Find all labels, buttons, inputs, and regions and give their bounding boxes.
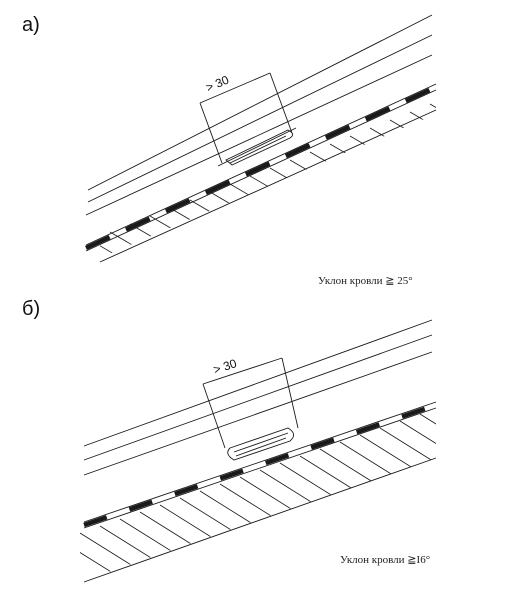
panel-a-substrate-hatching: [100, 103, 436, 258]
panel-b-label: б): [22, 298, 41, 320]
panel-b-substrate-boundary: [83, 457, 437, 583]
panel-a-top-layer-line: [87, 14, 433, 191]
panel-a-membrane-line: [85, 83, 437, 246]
panel-a-top-layer-line: [87, 34, 433, 203]
panel-b-membrane-line: [83, 407, 437, 529]
panel-a-mid-layer-line: [85, 54, 433, 216]
panel-b-drawing: [80, 319, 437, 583]
panel-a-label: а): [22, 14, 40, 36]
panel-b-sealant-strip: [83, 402, 437, 528]
panel-b-dimension-bracket: [202, 357, 299, 449]
panel-b-mid-layer-line: [83, 351, 433, 476]
panel-a-slope-caption: Уклон кровли ≧ 25°: [318, 275, 413, 287]
panel-b-folded-seam: [227, 427, 294, 461]
panel-b-top-layer-line: [83, 319, 433, 447]
panel-b-slope-caption: Уклон кровли ≧I6°: [340, 554, 431, 566]
panel-a-drawing: [85, 14, 437, 263]
panel-a-dimension-bracket: [199, 72, 293, 164]
panel-b-membrane-line: [83, 401, 437, 523]
panel-a-folded-seam: [217, 127, 297, 167]
panel-a-sealant-strip: [85, 84, 437, 251]
panel-a-substrate-boundary: [99, 109, 437, 263]
panel-b-top-layer-line: [83, 334, 433, 461]
panel-a-membrane-line: [85, 89, 437, 252]
